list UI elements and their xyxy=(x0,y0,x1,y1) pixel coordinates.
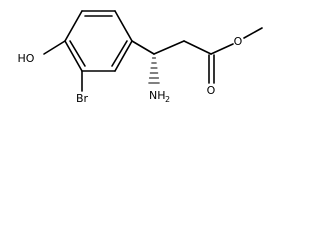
ring-bond-6 xyxy=(64,10,83,42)
bond-chiral-to-ch2 xyxy=(153,40,185,55)
ring-double-bond-left xyxy=(69,40,86,67)
amine-subscript: 2 xyxy=(165,95,170,104)
ring-bond-3 xyxy=(114,40,133,72)
ring-bond-5 xyxy=(64,40,83,72)
bromine-label: Br xyxy=(76,92,89,105)
benzene-ring xyxy=(64,10,133,72)
bond-ring-to-oh xyxy=(43,40,66,55)
ring-double-bond-right xyxy=(111,40,128,67)
amine-label: NH xyxy=(149,89,166,102)
structure-diagram: HO Br NH 2 O O xyxy=(18,10,263,105)
hashed-wedge-bond xyxy=(148,57,160,84)
ring-bond-2 xyxy=(114,10,133,42)
bond-ch2-to-carbonyl xyxy=(183,40,212,55)
bond-ester-o-to-methyl xyxy=(243,27,263,39)
bond-ring-to-chiral-carbon xyxy=(131,40,155,55)
bond-carbonyl-to-ester-o xyxy=(210,43,234,55)
ester-oxygen-single-label: O xyxy=(234,35,243,48)
hydroxyl-label: HO xyxy=(18,52,35,65)
ester-oxygen-double-label: O xyxy=(207,84,216,97)
